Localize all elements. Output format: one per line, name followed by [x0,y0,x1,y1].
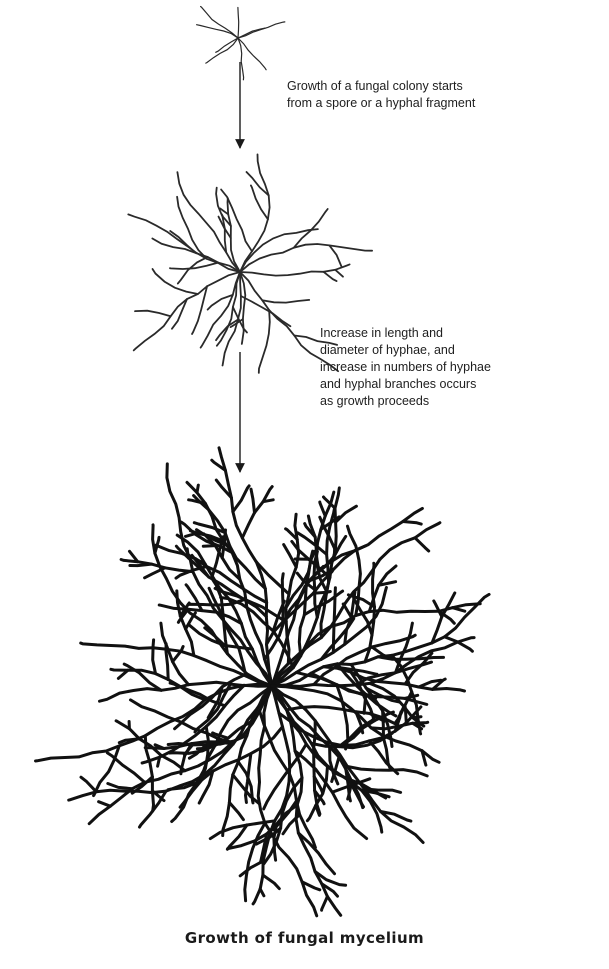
hypha [282,574,283,622]
hypha [415,538,429,551]
hypha [347,767,427,776]
hypha [378,657,444,660]
hypha [240,861,263,876]
hypha [453,608,465,612]
hypha [203,546,215,547]
hypha [158,757,160,766]
figure-caption: Growth of fungal mycelium [0,929,609,947]
hypha [320,502,325,516]
hypha [335,270,343,277]
hypha [153,269,198,294]
hypha [329,245,341,267]
hypha [405,706,406,723]
hypha [364,694,366,713]
stage-2-caption-line: diameter of hyphae, and [320,342,491,359]
stage-1-caption-line: from a spore or a hyphal fragment [287,95,475,112]
hypha [135,311,171,317]
hypha [260,889,264,896]
hypha [336,506,357,522]
hypha [81,777,96,792]
hypha [238,8,239,39]
hypha [240,154,270,272]
hypha [251,185,268,219]
stage-1-caption-line: Growth of a fungal colony starts [287,78,475,95]
stage-2-caption-line: Increase in length and [320,325,491,342]
hypha [153,640,156,674]
stage-1-caption: Growth of a fungal colony starts from a … [287,78,475,112]
hypha [178,257,208,284]
hypha [233,486,249,512]
hypha [229,803,243,820]
hypha [186,534,195,537]
hypha [294,209,328,248]
hypha [108,784,132,789]
hypha [251,489,255,513]
hypha [298,833,334,874]
hypha [99,802,111,807]
hypha [197,485,198,493]
mature-mycelium-illustration [36,448,490,916]
hypha [263,500,273,502]
hypha [432,593,455,643]
hypha [262,300,309,303]
hypha [172,299,187,329]
hypha [107,753,144,782]
hypha [186,585,202,611]
hypha [197,25,238,38]
hypha [170,231,196,253]
hypha [343,604,351,617]
stage-2-caption: Increase in length and diameter of hypha… [320,325,491,410]
hypha [263,875,279,889]
hypha [324,272,337,281]
hypha [434,601,442,617]
hypha [206,38,238,63]
hypha [259,310,270,373]
hypha [284,545,297,568]
hypha [242,487,272,538]
hypha [238,38,244,80]
hypha [201,7,238,39]
hypha [240,264,350,275]
hypha [238,22,285,38]
hypha [130,564,152,566]
hypha [173,647,184,662]
hypha [322,897,328,911]
stage-2-caption-line: as growth proceeds [320,393,491,410]
hypha [403,522,421,525]
hypha [383,711,384,739]
stage-2-caption-line: increase in numbers of hyphae [320,359,491,376]
stage-2-caption-line: and hyphal branches occurs [320,376,491,393]
